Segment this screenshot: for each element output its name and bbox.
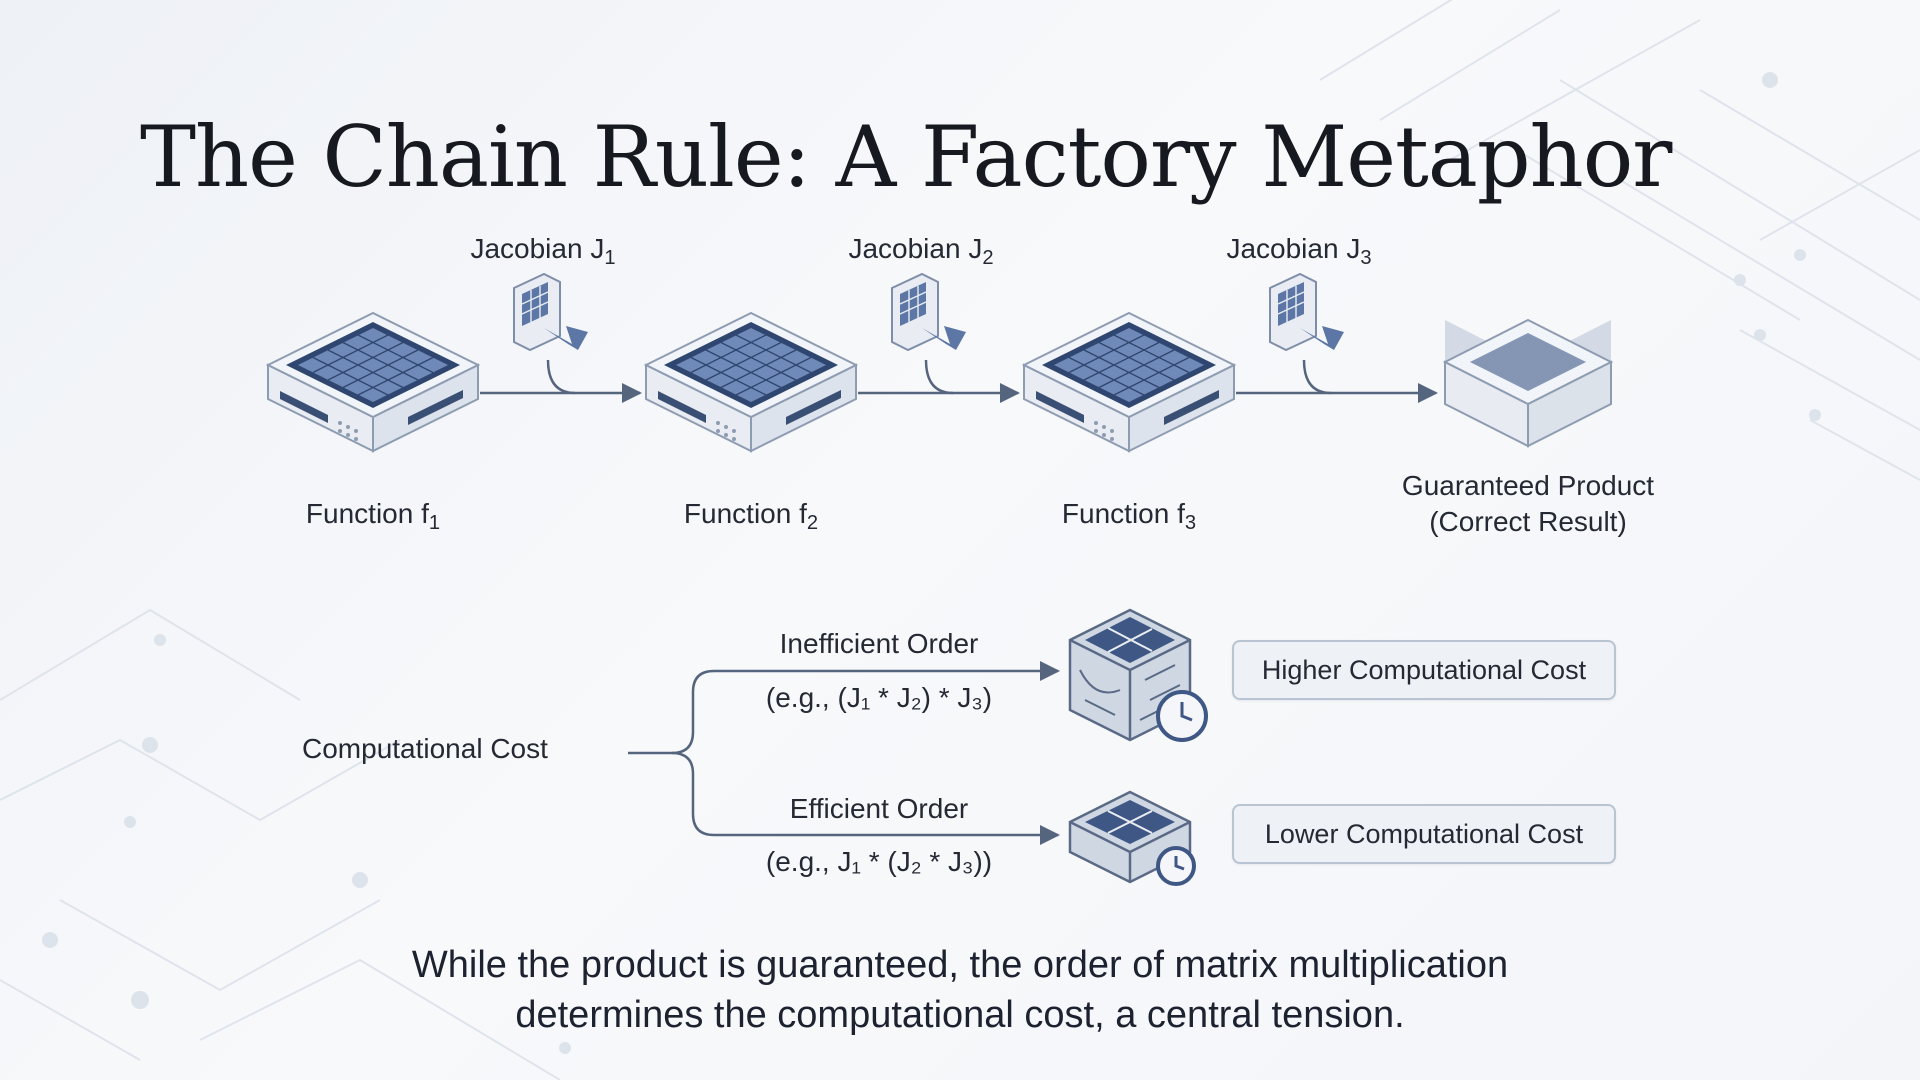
jacobian-j2-label: Jacobian J2	[848, 233, 994, 270]
jacobian-j3-label: Jacobian J3	[1226, 233, 1372, 270]
efficient-compute-cube-icon	[1068, 790, 1196, 886]
computational-cost-label: Computational Cost	[302, 733, 548, 764]
guaranteed-product-label: Guaranteed Product (Correct Result)	[1401, 470, 1655, 537]
branch-inefficient	[628, 661, 1060, 755]
lower-cost-box: Lower Computational Cost	[1232, 804, 1616, 864]
efficient-order-example: (e.g., J₁ * (J₂ * J₃))	[765, 846, 993, 877]
inefficient-order-example: (e.g., (J₁ * J₂) * J₃)	[765, 682, 993, 713]
higher-cost-box: Higher Computational Cost	[1232, 640, 1616, 700]
caption-line-2: determines the computational cost, a cen…	[515, 994, 1405, 1036]
caption: While the product is guaranteed, the ord…	[0, 940, 1920, 1040]
branch-efficient	[671, 751, 1060, 845]
function-f2-label: Function f2	[683, 498, 819, 535]
function-f1-label: Function f1	[305, 498, 441, 535]
efficient-order-title: Efficient Order	[789, 793, 969, 824]
jacobian-j1-label: Jacobian J1	[470, 233, 616, 270]
inefficient-order-title: Inefficient Order	[779, 628, 979, 659]
function-f3-label: Function f3	[1061, 498, 1197, 535]
inefficient-compute-cube-icon	[1068, 608, 1208, 742]
page-title: The Chain Rule: A Factory Metaphor	[140, 108, 1672, 206]
guaranteed-product-block	[1442, 318, 1614, 448]
caption-line-1: While the product is guaranteed, the ord…	[411, 944, 1509, 986]
